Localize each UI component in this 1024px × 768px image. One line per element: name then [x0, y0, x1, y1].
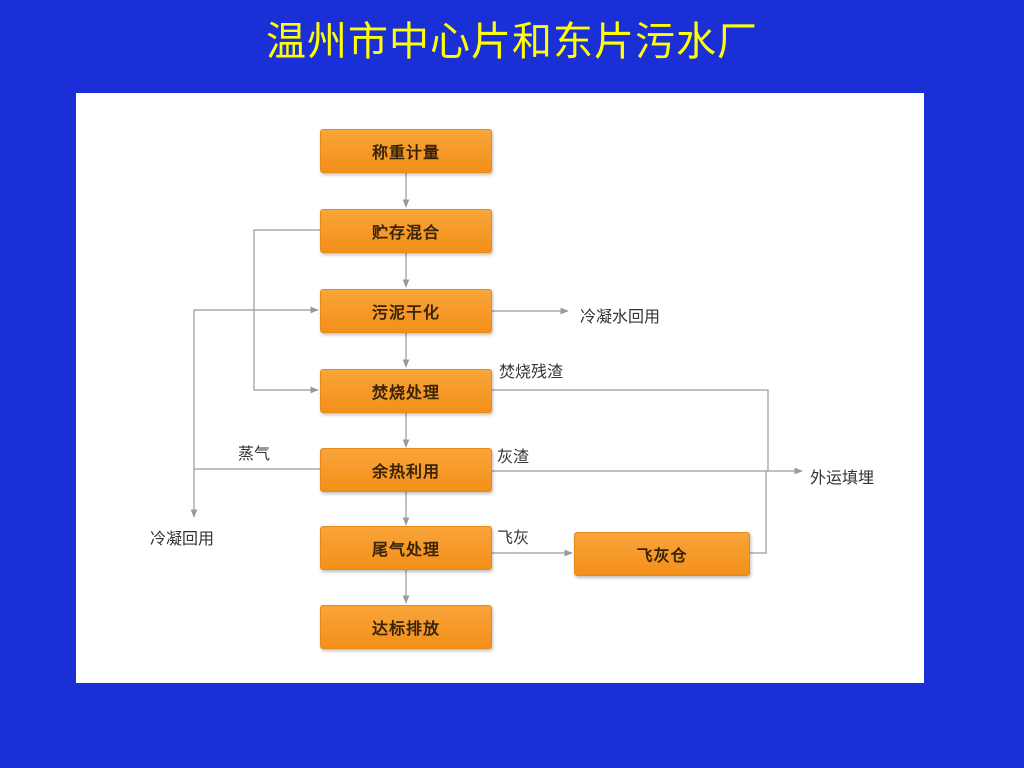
line-incineration-residue — [492, 389, 769, 471]
step-flue-gas-treatment: 尾气处理 — [320, 526, 492, 570]
line-bin-to-landfill — [750, 471, 767, 554]
label-fly-ash: 飞灰 — [497, 528, 530, 547]
label-steam: 蒸气 — [238, 444, 271, 463]
fly-ash-bin: 飞灰仓 — [574, 532, 750, 576]
label-incineration-residue: 焚烧残渣 — [499, 362, 564, 381]
step-storage-mixing: 贮存混合 — [320, 209, 492, 253]
label-ash-slag: 灰渣 — [497, 447, 530, 466]
label-condensate-reuse-right: 冷凝水回用 — [580, 307, 661, 326]
step-waste-heat-utilization: 余热利用 — [320, 448, 492, 492]
flowchart-panel: 称重计量 贮存混合 污泥干化 焚烧处理 余热利用 尾气处理 达标排放 飞灰仓 冷… — [76, 93, 924, 683]
step-sludge-drying: 污泥干化 — [320, 289, 492, 333]
step-incineration: 焚烧处理 — [320, 369, 492, 413]
label-condensate-reuse-left: 冷凝回用 — [150, 529, 215, 548]
flow-connectors — [190, 173, 803, 604]
step-compliant-discharge: 达标排放 — [320, 605, 492, 649]
slide-title: 温州市中心片和东片污水厂 — [266, 19, 758, 65]
label-outbound-landfill: 外运填埋 — [810, 468, 875, 487]
arrow-condensate-return-to-drying — [193, 306, 319, 469]
step-weighing: 称重计量 — [320, 129, 492, 173]
